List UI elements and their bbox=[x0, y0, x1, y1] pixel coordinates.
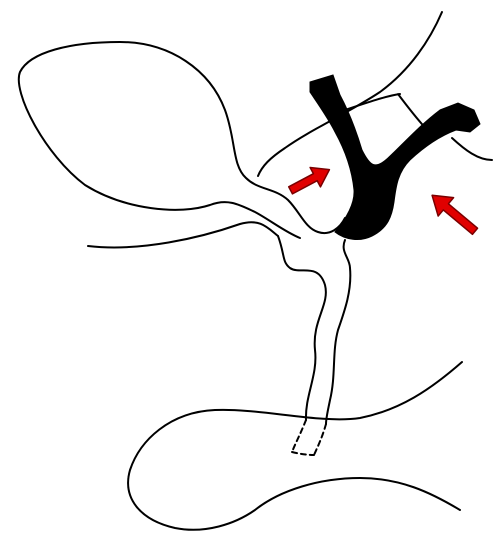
common-bile-duct-right-wall bbox=[326, 240, 350, 424]
common-bile-duct-left-wall bbox=[278, 236, 326, 420]
arrow-left-icon bbox=[285, 160, 334, 200]
duct-dashed-end bbox=[292, 420, 326, 455]
arrow-right-icon bbox=[424, 186, 482, 240]
liver-edge-lower bbox=[88, 222, 278, 247]
